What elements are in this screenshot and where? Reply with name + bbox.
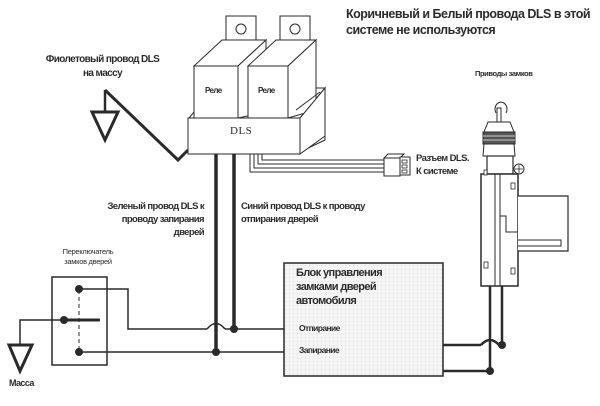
switch-unlock-wire [79, 288, 207, 330]
switch-label: Переключатель замков дверей [48, 247, 128, 267]
purple-wire-label-line-1: Фиолетовый провод DLS [45, 54, 160, 65]
purple-ground-wire [103, 88, 190, 163]
control-unit-title-line-1: Блок управления [296, 267, 383, 279]
connector-cable [249, 154, 384, 173]
ground-label: Масса [9, 378, 34, 388]
title-line-1: Коричневый и Белый провода DLS в этой [346, 7, 591, 21]
blue-wire-label-line-1: Синий провод DLS к проводу [241, 201, 365, 212]
door-lock-control-unit [283, 262, 444, 377]
control-unit-lock-label: Запирание [299, 345, 340, 355]
purple-wire-label: Фиолетовый провод DLS на массу [40, 53, 165, 81]
control-unit-title: Блок управления замками дверей автомобил… [296, 266, 383, 308]
dls-connector-icon [382, 153, 411, 177]
green-wire-label-line-3: дверей [173, 227, 205, 238]
control-unit-unlock-label: Отпирание [299, 323, 340, 333]
control-unit-title-line-3: автомобиля [296, 295, 357, 307]
dls-module [187, 15, 327, 155]
door-lock-actuator-icon [480, 101, 569, 287]
blue-wire-label: Синий провод DLS к проводу отпирания две… [241, 200, 365, 226]
ground-symbol-bottom-icon [6, 343, 35, 375]
connector-label-line-1: Разъем DLS. [416, 153, 469, 164]
control-unit-title-line-2: замками дверей [296, 281, 377, 293]
diagram-title: Коричневый и Белый провода DLS в этой си… [346, 6, 591, 38]
connector-label-line-2: К системе [416, 166, 458, 177]
ground-symbol-top-icon [89, 110, 121, 144]
relay-2-label: Реле [258, 86, 275, 95]
switch-ground-wire [19, 319, 64, 345]
dls-module-label: DLS [230, 125, 253, 137]
blue-wire-label-line-2: отпирания дверей [241, 214, 319, 225]
green-wire-label: Зеленый провод DLS к проводу запирания д… [60, 200, 204, 239]
relay-1-label: Реле [205, 86, 222, 95]
green-wire-label-line-1: Зеленый провод DLS к [107, 201, 204, 212]
actuators-label: Приводы замков [475, 69, 533, 78]
green-wire-label-line-2: проводу запирания [121, 214, 205, 225]
purple-wire-label-line-2: на массу [82, 68, 123, 79]
title-line-2: системе не используются [346, 23, 496, 37]
switch-label-line-2: замков дверей [64, 257, 112, 266]
connector-label: Разъем DLS. К системе [416, 152, 469, 178]
switch-label-line-1: Переключатель [62, 247, 114, 256]
